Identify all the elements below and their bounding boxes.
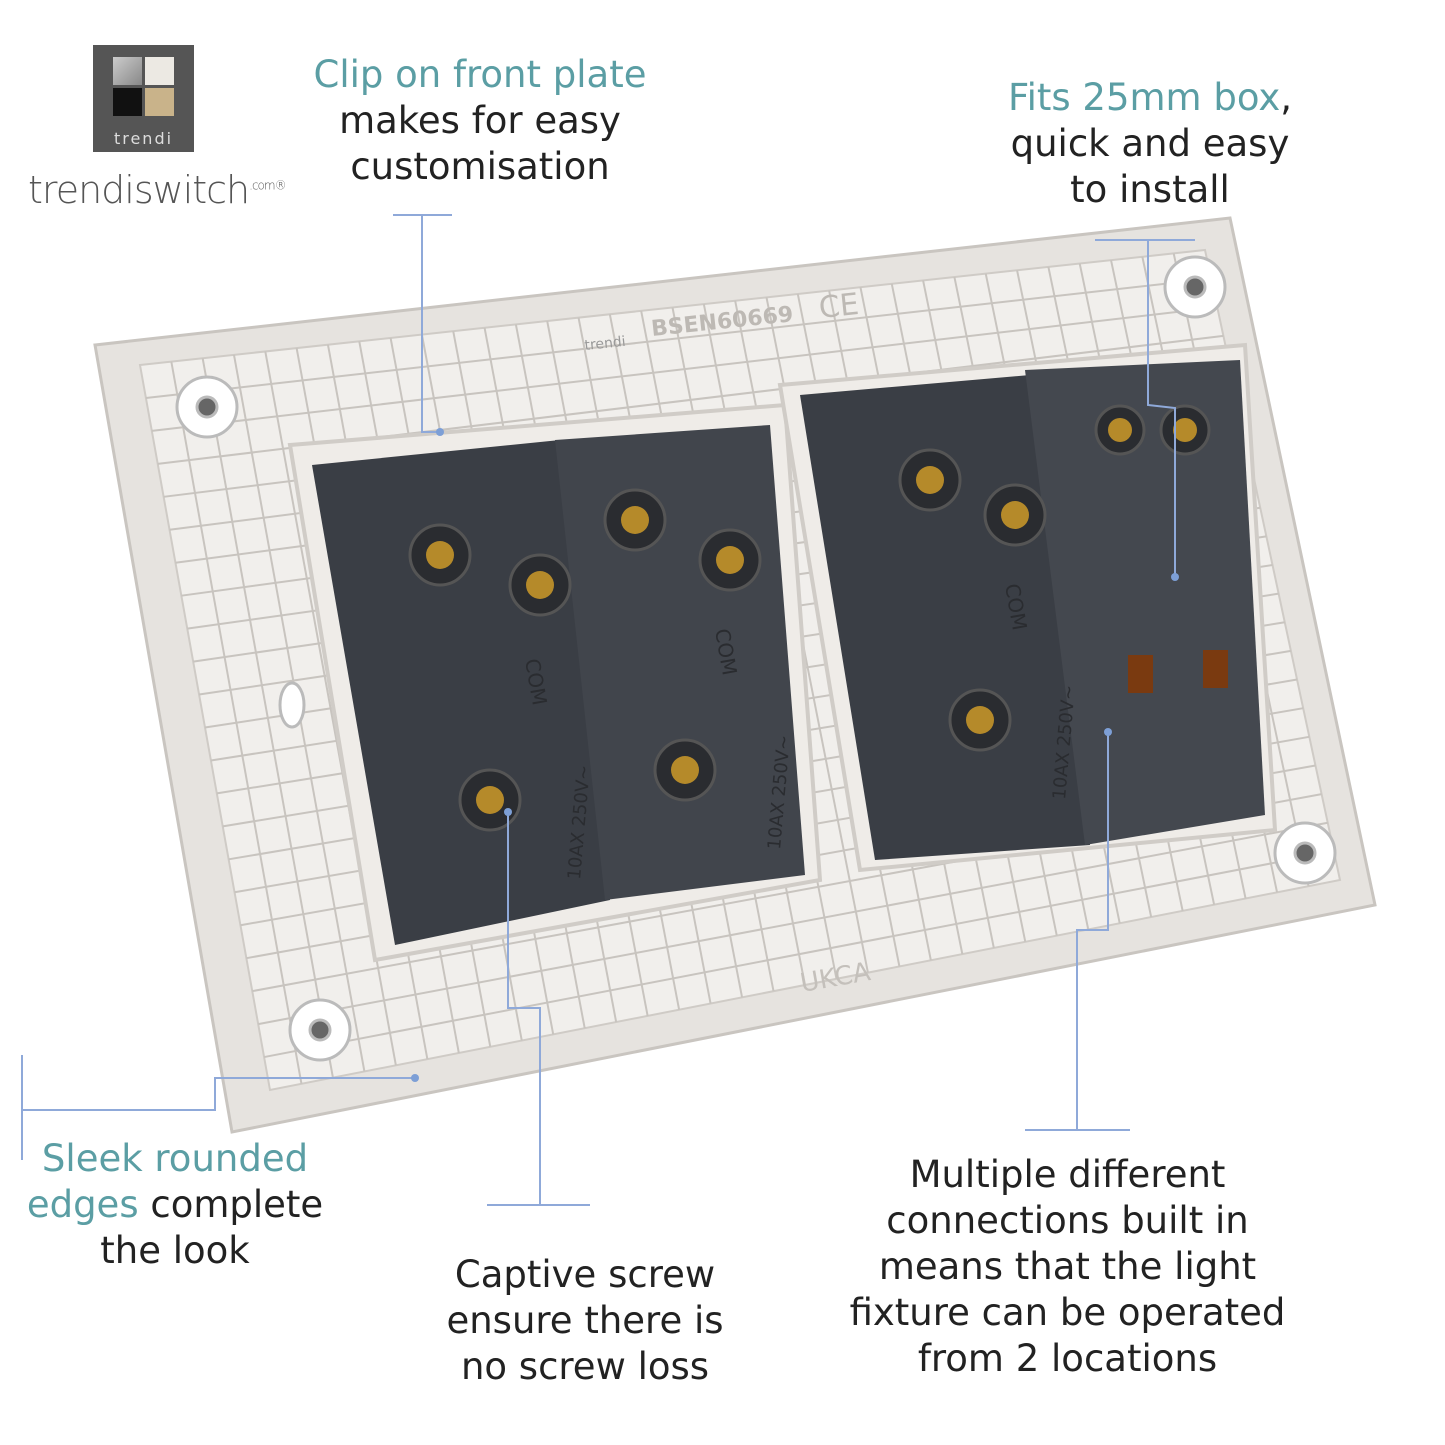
logo-text: trendi	[113, 129, 174, 148]
rib	[145, 277, 1212, 399]
ce-marking: CE	[817, 287, 860, 326]
brand-wordmark: trendiswitch.com®	[28, 168, 287, 212]
callout-multiple-connections: Multiple different connections built in …	[849, 1153, 1286, 1380]
callout-sleek-edges: Sleek rounded edges complete the look	[26, 1137, 324, 1272]
leader-dots	[411, 428, 1179, 1082]
module-logo: trendi	[584, 334, 627, 354]
callout-captive-screw: Captive screw ensure there is no screw l…	[446, 1253, 724, 1388]
mounting-holes	[175, 255, 1337, 1062]
brand-logo: trendi	[93, 45, 194, 152]
callout-fits-25mm-box: Fits 25mm box, quick and easy to install	[1008, 76, 1292, 211]
rib	[263, 850, 1335, 1059]
rib	[151, 306, 1218, 432]
rib	[257, 821, 1328, 1026]
callout-clip-on-plate: Clip on front plate makes for easy custo…	[313, 53, 647, 188]
switch-module-4	[1025, 360, 1265, 845]
leader-lines	[21, 214, 1195, 1206]
